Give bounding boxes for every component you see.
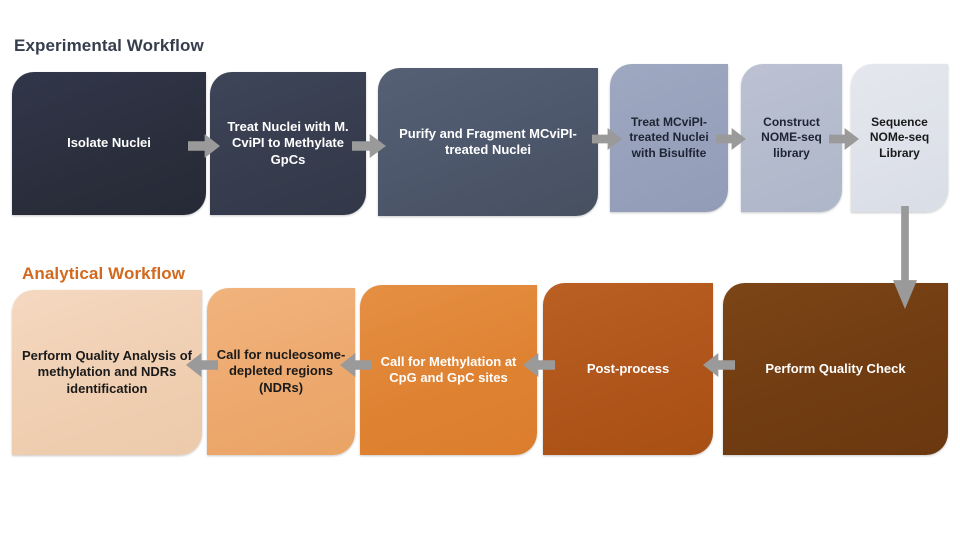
step-label: Call for nucleosome-depleted regions (ND… [216,346,346,395]
step-sequence-nome-seq-library[interactable]: Sequence NOMe-seq Library [851,64,948,212]
step-call-for-ndrs[interactable]: Call for nucleosome-depleted regions (ND… [207,288,355,455]
step-perform-quality-analysis[interactable]: Perform Quality Analysis of methylation … [12,290,202,455]
step-isolate-nuclei[interactable]: Isolate Nuclei [12,72,206,215]
step-label: Construct NOME-seq library [761,115,822,160]
analytical-workflow-title: Analytical Workflow [22,264,186,283]
step-label: Isolate Nuclei [67,135,151,151]
step-label: Treat MCviPI-treated Nuclei with Bisulfi… [629,115,709,160]
step-label: Treat Nuclei with M. CviPI to Methylate … [227,118,349,167]
step-perform-quality-check[interactable]: Perform Quality Check [723,283,948,455]
step-label: Post-process [586,360,670,376]
step-purify-fragment[interactable]: Purify and Fragment MCviPI-treated Nucle… [378,68,598,216]
step-post-process[interactable]: Post-process [543,283,713,455]
experimental-workflow-title: Experimental Workflow [14,36,204,55]
step-label: Perform Quality Check [765,360,906,376]
step-treat-with-bisulfite[interactable]: Treat MCviPI-treated Nuclei with Bisulfi… [610,64,728,212]
step-label: Purify and Fragment MCviPI-treated Nucle… [399,125,577,157]
step-construct-nome-seq-library[interactable]: Construct NOME-seq library [741,64,842,212]
step-treat-nuclei-mcvipi[interactable]: Treat Nuclei with M. CviPI to Methylate … [210,72,366,215]
step-label: Call for Methylation at CpG and GpC site… [380,353,517,385]
step-label: Perform Quality Analysis of methylation … [21,347,192,396]
step-call-for-methylation[interactable]: Call for Methylation at CpG and GpC site… [360,285,537,455]
step-label: Sequence NOMe-seq Library [869,115,930,160]
